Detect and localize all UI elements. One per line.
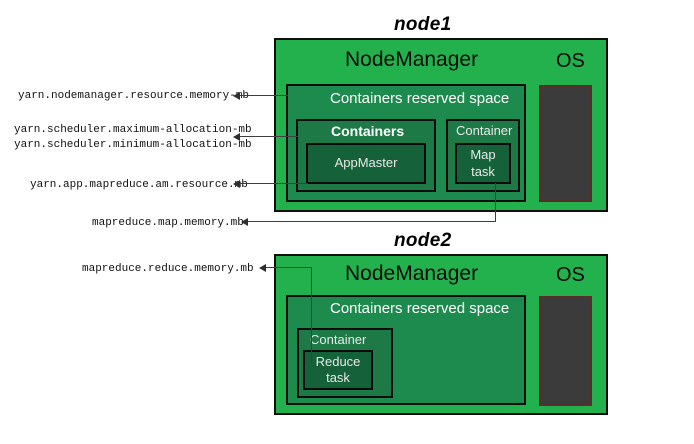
- connector-mapreduce-reduce-memory-mb-vertical: [311, 267, 312, 362]
- annotation-yarn-scheduler-minimum-allocation-mb: yarn.scheduler.minimum-allocation-mb: [14, 139, 252, 151]
- arrow-mapreduce-map-memory-mb: [241, 218, 248, 226]
- node1-nodemanager-label: NodeManager: [345, 48, 479, 71]
- map-task-label-line1: Map: [470, 147, 496, 163]
- node1-os-box: [539, 85, 592, 202]
- arrow-yarn-scheduler-allocation-mb: [233, 133, 240, 141]
- annotation-mapreduce-reduce-memory-mb: mapreduce.reduce.memory.mb: [82, 263, 254, 275]
- node2-reduce-container-label: Container: [310, 332, 367, 347]
- node2-title: node2: [394, 230, 452, 251]
- node1-reserved-space-label: Containers reserved space: [330, 90, 510, 107]
- map-task-box: Map task: [455, 143, 511, 184]
- reduce-task-box: Reduce task: [303, 350, 373, 390]
- node1-map-container-label: Container: [456, 123, 513, 138]
- arrow-yarn-nodemanager-resource-memory-mb: [233, 92, 240, 100]
- arrow-yarn-app-mapreduce-am-resource-mb: [233, 180, 240, 188]
- arrow-mapreduce-reduce-memory-mb: [259, 264, 266, 272]
- appmaster-label: AppMaster: [334, 155, 398, 171]
- connector-yarn-app-mapreduce-am-resource-mb: [240, 183, 308, 184]
- connector-yarn-nodemanager-resource-memory-mb: [240, 95, 288, 96]
- node1-os-label: OS: [556, 50, 585, 72]
- connector-mapreduce-reduce-memory-mb-horizontal: [266, 267, 312, 268]
- connector-mapreduce-map-memory-mb-horizontal: [248, 221, 496, 222]
- reduce-task-label-line1: Reduce: [315, 353, 361, 369]
- node2-os-box: [539, 296, 592, 406]
- map-task-label-line2: task: [471, 163, 495, 179]
- annotation-yarn-app-mapreduce-am-resource-mb: yarn.app.mapreduce.am.resource.mb: [30, 179, 248, 191]
- node1-title: node1: [394, 14, 452, 35]
- appmaster-box: AppMaster: [306, 143, 426, 184]
- annotation-mapreduce-map-memory-mb: mapreduce.map.memory.mb: [92, 217, 244, 229]
- node1-containers-label: Containers: [331, 123, 405, 139]
- connector-yarn-scheduler-allocation-mb: [240, 136, 298, 137]
- node2-nodemanager-label: NodeManager: [345, 262, 479, 285]
- annotation-yarn-nodemanager-resource-memory-mb: yarn.nodemanager.resource.memory-mb: [18, 90, 250, 102]
- connector-mapreduce-map-memory-mb-vertical: [495, 183, 496, 222]
- node2-reserved-space-label: Containers reserved space: [330, 300, 510, 317]
- node2-os-label: OS: [556, 264, 585, 286]
- annotation-yarn-scheduler-maximum-allocation-mb: yarn.scheduler.maximum-allocation-mb: [14, 124, 252, 136]
- reduce-task-label-line2: task: [326, 370, 350, 385]
